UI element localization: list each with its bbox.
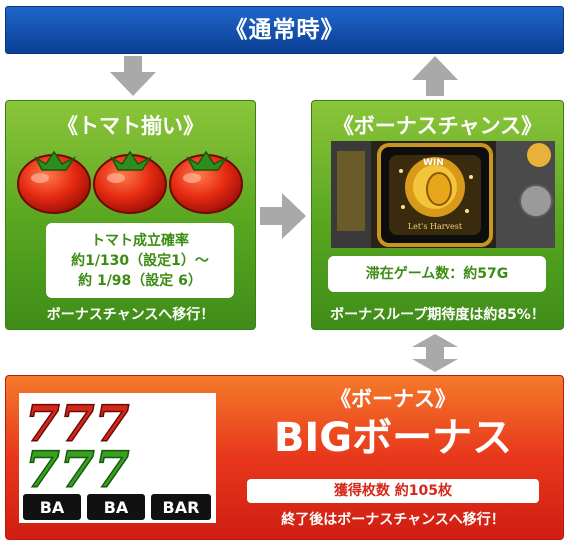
- stay-games-text: 滞在ゲーム数：約57G: [365, 266, 509, 282]
- arrow-right-icon: [260, 193, 306, 239]
- normal-state-header: 《通常時》: [5, 6, 564, 54]
- 777-reel-image: 777 777 BA BA BAR: [19, 393, 216, 523]
- arrow-up-icon: [412, 56, 458, 96]
- bonus-chance-panel: 《ボーナスチャンス》 WIN Let's Harvest 滞在ゲーム数：約57G…: [311, 100, 564, 330]
- tomato-panel-title: 《トマト揃い》: [57, 114, 204, 138]
- tomato-icon: [93, 150, 167, 214]
- bonus-chance-title: 《ボーナスチャンス》: [332, 114, 543, 138]
- tomato-footer: ボーナスチャンスへ移行！: [46, 307, 215, 323]
- tomato-probability-box: トマト成立確率 約1/130（設定1）～ 約 1/98（設定 6）: [46, 223, 234, 298]
- header-title: 《通常時》: [224, 17, 345, 43]
- tomato-row-image: [16, 144, 246, 220]
- bonus-title: 《ボーナス》: [330, 387, 456, 411]
- probability-setting1: 約1/130（設定1）～: [71, 253, 209, 269]
- tomato-icon: [169, 150, 243, 214]
- payout-box: 獲得枚数 約105枚: [247, 479, 539, 503]
- bonus-chance-footer: ボーナスループ期待度は約85%！: [330, 307, 545, 323]
- arrow-down-icon: [110, 56, 156, 96]
- probability-setting6: 約 1/98（設定 6）: [78, 273, 202, 289]
- bar-label: BA: [40, 498, 65, 517]
- tomato-icon: [17, 150, 91, 214]
- bar-label: BA: [104, 498, 129, 517]
- arrow-updown-icon: [412, 334, 458, 372]
- slot-machine-screenshot: WIN Let's Harvest: [331, 141, 555, 248]
- red-seven-icon: 777: [25, 394, 130, 453]
- bonus-panel: 777 777 BA BA BAR 《ボーナス》 BIGボーナス 獲得枚数 約1…: [5, 375, 564, 540]
- win-badge: WIN: [423, 158, 444, 168]
- green-seven-icon: 777: [25, 440, 130, 499]
- bonus-footer: 終了後はボーナスチャンスへ移行！: [281, 512, 505, 528]
- screen-caption: Let's Harvest: [408, 222, 463, 231]
- tomato-panel: 《トマト揃い》 トマト: [5, 100, 256, 330]
- probability-title: トマト成立確率: [91, 233, 189, 249]
- payout-text: 獲得枚数 約105枚: [333, 483, 453, 499]
- big-bonus-label: BIGボーナス: [273, 415, 513, 461]
- bar-label: BAR: [163, 498, 200, 517]
- stay-games-box: 滞在ゲーム数：約57G: [328, 256, 546, 292]
